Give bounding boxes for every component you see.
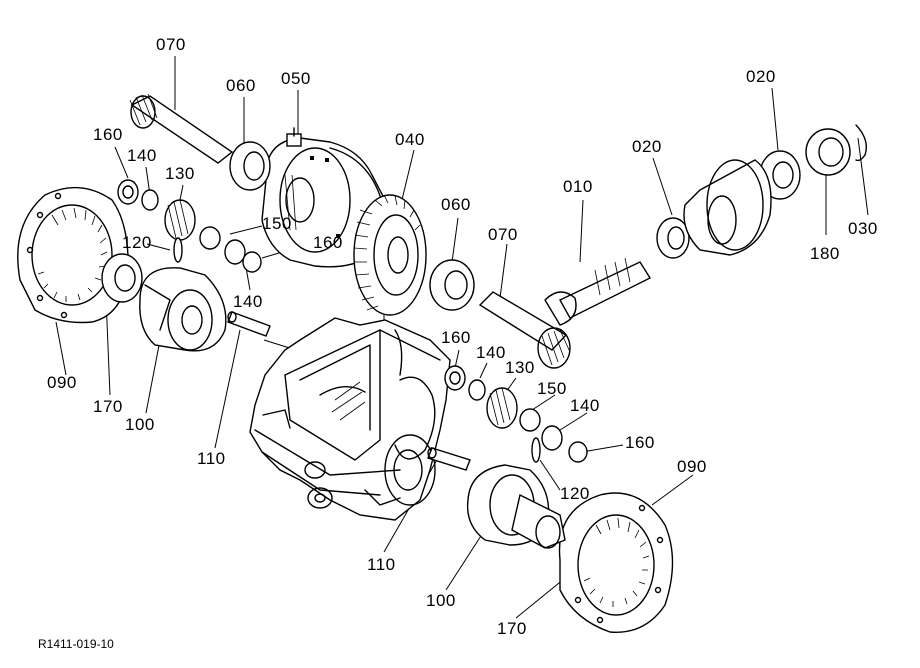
label-160-left: 160 [93, 125, 123, 144]
label-060-mid: 060 [441, 195, 471, 214]
label-070-mid: 070 [488, 225, 518, 244]
drawing-code: R1411-019-10 [38, 637, 114, 651]
label-160-center: 160 [441, 328, 471, 347]
label-040: 040 [395, 130, 425, 149]
label-120-left: 120 [122, 233, 152, 252]
label-140-center: 140 [476, 343, 506, 362]
label-160-right: 160 [625, 433, 655, 452]
main-housing [249, 317, 451, 521]
label-090-left: 090 [47, 373, 77, 392]
label-020-right: 020 [746, 67, 776, 86]
label-020-mid: 020 [632, 137, 662, 156]
left-final-drive [17, 186, 271, 352]
label-120-right: 120 [560, 484, 590, 503]
label-130-center: 130 [505, 358, 535, 377]
label-090-right: 090 [677, 457, 707, 476]
label-100-bottom: 100 [426, 591, 456, 610]
label-060-top: 060 [226, 76, 256, 95]
shafts [129, 93, 772, 369]
label-180: 180 [810, 244, 840, 263]
label-160-mid: 160 [313, 233, 343, 252]
label-140-left: 140 [127, 146, 157, 165]
label-110-left: 110 [197, 449, 226, 468]
collar-and-ring [805, 124, 868, 176]
label-110-center: 110 [367, 555, 396, 574]
label-140-mid: 140 [233, 292, 263, 311]
label-030: 030 [848, 219, 878, 238]
label-170-left: 170 [93, 397, 123, 416]
label-140-right: 140 [570, 396, 600, 415]
label-010: 010 [563, 177, 593, 196]
center-planet-assembly [444, 365, 588, 463]
label-100-left: 100 [125, 415, 155, 434]
right-final-drive [427, 447, 674, 633]
label-130-left: 130 [165, 164, 195, 183]
label-150-center: 150 [537, 379, 567, 398]
left-planet-assembly [117, 179, 262, 273]
bevel-crown-gear [353, 194, 427, 316]
label-070-top: 070 [156, 35, 186, 54]
label-150-left: 150 [262, 214, 292, 233]
label-170-bottom: 170 [497, 619, 527, 638]
label-050: 050 [281, 69, 311, 88]
